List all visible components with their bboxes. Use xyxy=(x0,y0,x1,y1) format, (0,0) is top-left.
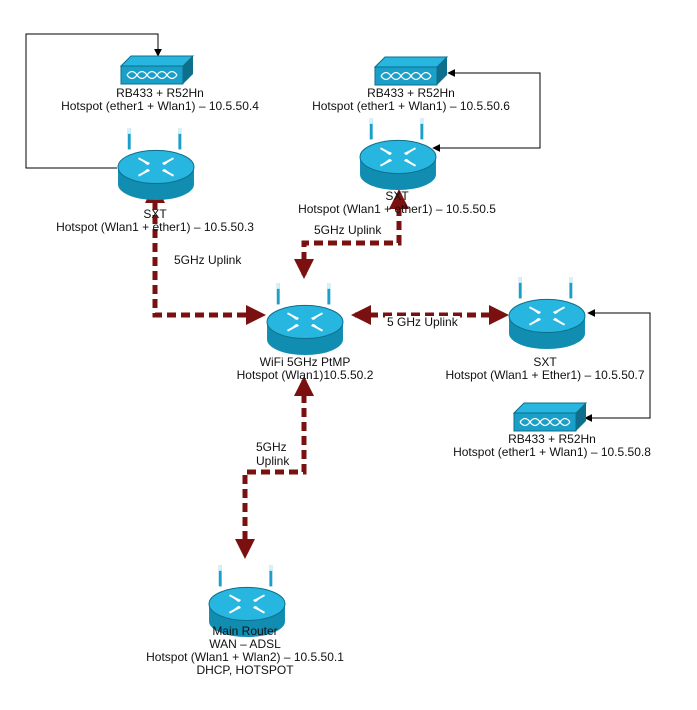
wireless-uplinks xyxy=(145,183,509,559)
rb2-sxt2-link xyxy=(432,69,541,152)
sxt3-name: SXT xyxy=(533,355,557,369)
rb3-detail: Hotspot (ether1 + Wlan1) – 10.5.50.8 xyxy=(453,445,651,459)
rb1-sxt1-link xyxy=(25,33,162,169)
ethernet-links xyxy=(25,33,651,422)
rb3-sxt3-link xyxy=(584,309,651,422)
rb1-detail: Hotspot (ether1 + Wlan1) – 10.5.50.4 xyxy=(61,99,259,113)
uplink-label-sxt3: 5 GHz Uplink xyxy=(385,315,460,329)
router-icon[interactable] xyxy=(508,277,586,351)
uplink-sxt2-ptmp xyxy=(294,189,409,279)
main-router-label: Main Router WAN – ADSL Hotspot (Wlan1 + … xyxy=(125,625,365,677)
uplink-label-sxt1: 5GHz Uplink xyxy=(174,253,242,267)
rb2-detail: Hotspot (ether1 + Wlan1) – 10.5.50.6 xyxy=(312,99,510,113)
switch-icon[interactable] xyxy=(373,56,449,86)
router-icon[interactable] xyxy=(266,283,344,357)
main-router-name: Main Router xyxy=(212,624,278,638)
uplink-label-main-1: 5GHz xyxy=(256,440,287,454)
sxt1-detail: Hotspot (Wlan1 + ether1) – 10.5.50.3 xyxy=(56,220,254,234)
ptmp-detail: Hotspot (Wlan1)10.5.50.2 xyxy=(236,368,374,382)
uplink-label-sxt2: 5GHz Uplink xyxy=(314,223,382,237)
main-router-wan: WAN – ADSL xyxy=(209,637,281,651)
uplink-label-main-2: Uplink xyxy=(256,454,290,468)
uplink-main-ptmp xyxy=(235,376,314,559)
rb1-label: RB433 + R52Hn Hotspot (ether1 + Wlan1) –… xyxy=(40,87,280,113)
router-icon[interactable] xyxy=(359,118,437,192)
switch-icon[interactable] xyxy=(119,55,195,85)
rb2-name: RB433 + R52Hn xyxy=(367,86,455,100)
switch-icon[interactable] xyxy=(512,402,588,432)
main-router-services: DHCP, HOTSPOT xyxy=(196,663,294,677)
main-router-detail: Hotspot (Wlan1 + Wlan2) – 10.5.50.1 xyxy=(146,650,344,664)
sxt3-label: SXT Hotspot (Wlan1 + Ether1) – 10.5.50.7 xyxy=(425,356,665,382)
uplink-sxt1-ptmp xyxy=(145,183,266,325)
sxt3-detail: Hotspot (Wlan1 + Ether1) – 10.5.50.7 xyxy=(445,368,645,382)
rb1-name: RB433 + R52Hn xyxy=(116,86,204,100)
ptmp-label: WiFi 5GHz PtMP Hotspot (Wlan1)10.5.50.2 xyxy=(185,356,425,382)
ptmp-name: WiFi 5GHz PtMP xyxy=(259,355,351,369)
sxt2-detail: Hotspot (Wlan1 + ether1) – 10.5.50.5 xyxy=(298,202,496,216)
sxt2-label: SXT Hotspot (Wlan1 + ether1) – 10.5.50.5 xyxy=(277,190,517,216)
sxt1-label: SXT Hotspot (Wlan1 + ether1) – 10.5.50.3 xyxy=(35,208,275,234)
sxt1-name: SXT xyxy=(143,207,167,221)
rb3-name: RB433 + R52Hn xyxy=(508,432,596,446)
sxt2-name: SXT xyxy=(385,189,409,203)
router-icon[interactable] xyxy=(117,128,195,202)
rb2-label: RB433 + R52Hn Hotspot (ether1 + Wlan1) –… xyxy=(291,87,531,113)
rb3-label: RB433 + R52Hn Hotspot (ether1 + Wlan1) –… xyxy=(432,433,672,459)
